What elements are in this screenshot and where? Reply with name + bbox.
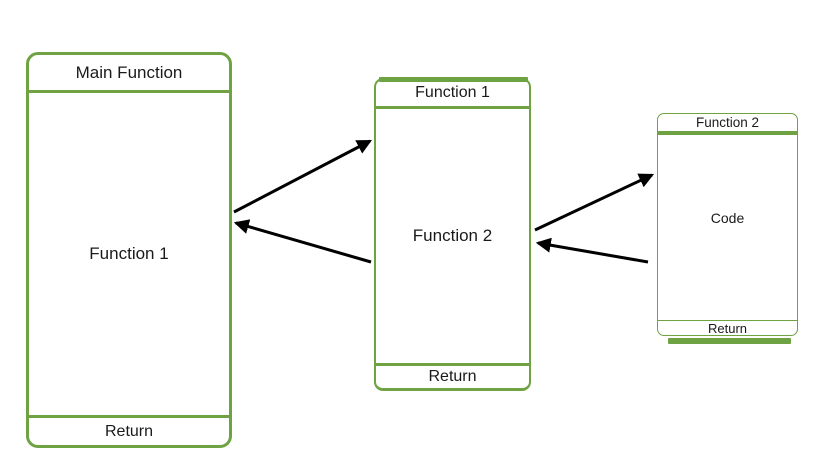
arrow-function-1-calls-function-2 [534, 173, 655, 232]
function-1-frame-body-label: Function 2 [412, 226, 493, 245]
function-2-frame: Function 2 Code Return [657, 113, 798, 344]
main-function-frame-footer: Return [29, 415, 229, 445]
main-function-frame-body-label: Function 1 [89, 244, 169, 263]
function-1-frame: Function 1 Function 2 Return [374, 77, 531, 391]
main-function-frame-body: Function 1 [29, 93, 229, 415]
function-1-frame-top-bar [379, 77, 528, 82]
function-2-frame-footer: Return [658, 320, 797, 336]
function-2-frame-body: Code [658, 135, 797, 320]
function-2-frame-header-label: Function 2 [695, 115, 760, 130]
function-1-frame-header: Function 1 [376, 80, 529, 109]
main-function-frame-return-label: Return [104, 422, 154, 440]
arrow-main-calls-function-1 [233, 139, 372, 214]
arrow-function-1-returns-to-main [233, 219, 372, 264]
function-1-frame-header-label: Function 1 [415, 84, 490, 101]
function-1-frame-return-label: Return [428, 368, 477, 385]
main-function-frame-header: Main Function [29, 55, 229, 93]
function-2-frame-header: Function 2 [658, 114, 797, 135]
main-function-frame: Main Function Function 1 Return [26, 52, 232, 448]
function-2-frame-bottom-bar [668, 338, 791, 344]
main-function-frame-header-label: Main Function [75, 62, 183, 82]
function-1-frame-footer: Return [376, 363, 529, 388]
function-1-frame-body: Function 2 [376, 109, 529, 363]
arrow-function-2-returns-to-function-1 [535, 237, 649, 264]
function-2-frame-return-label: Return [707, 320, 748, 336]
function-2-frame-code-label: Code [710, 209, 745, 226]
